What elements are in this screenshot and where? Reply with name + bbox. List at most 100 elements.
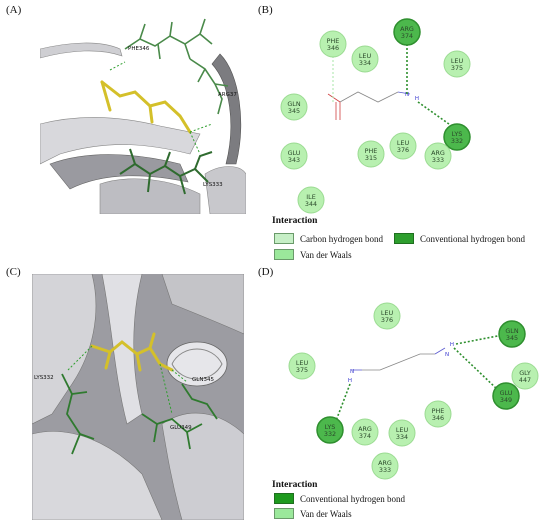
residue-glu-349: GLU349 xyxy=(492,382,520,410)
residue-sticks-top xyxy=(124,18,229,115)
ribbon-a6 xyxy=(204,166,246,214)
ribbon-c5 xyxy=(161,412,244,520)
residue-circle xyxy=(316,416,344,444)
residue-circle xyxy=(288,352,316,380)
conv-hbond-lys332 xyxy=(417,101,457,130)
residue-number: 376 xyxy=(397,146,409,154)
atom-n1-d: N xyxy=(350,369,354,375)
ligand-2d-b xyxy=(327,91,411,120)
residue-number: 374 xyxy=(401,32,413,40)
residue-number: 349 xyxy=(500,396,512,404)
residue-gln-345: GLN345 xyxy=(280,93,308,121)
residue-number: 346 xyxy=(432,414,444,422)
residue-number: 346 xyxy=(327,44,339,52)
ligand-sticks xyxy=(100,80,192,134)
residue-circle xyxy=(280,142,308,170)
swatch-conv-d xyxy=(274,493,294,504)
legend-d-title: Interaction xyxy=(272,480,318,490)
label-lys332: LYS332 xyxy=(34,375,54,381)
interaction-lines-b xyxy=(332,40,457,130)
residue-circle xyxy=(389,132,417,160)
residue-name: GLN xyxy=(287,100,301,108)
residue-name: GLY xyxy=(519,369,531,377)
residue-circle xyxy=(319,30,347,58)
residue-circle xyxy=(371,452,399,480)
residue-circle xyxy=(498,320,526,348)
residue-number: 376 xyxy=(381,316,393,324)
residue-circle xyxy=(297,186,325,214)
legend-b-carbon-label: Carbon hydrogen bond xyxy=(300,233,383,244)
residue-name: ARG xyxy=(378,459,392,467)
hbond-lines-c xyxy=(67,345,188,415)
residue-number: 345 xyxy=(288,107,300,115)
atom-n2-d: N xyxy=(445,352,449,358)
label-gln345: GLN345 xyxy=(192,377,214,383)
residue-name: ILE xyxy=(306,193,315,201)
residue-name: LEU xyxy=(396,426,409,434)
residue-gln-345: GLN345 xyxy=(498,320,526,348)
residue-number: 333 xyxy=(379,466,391,474)
label-lys333: LYS333 xyxy=(203,182,223,188)
legend-b-carbon: Carbon hydrogen bond xyxy=(274,233,383,244)
residue-number: 332 xyxy=(451,137,463,145)
residue-name: GLU xyxy=(288,149,301,157)
swatch-carbon xyxy=(274,233,294,244)
legend-d-conv: Conventional hydrogen bond xyxy=(274,493,405,504)
legend-b-vdw: Van der Waals xyxy=(274,249,352,260)
residue-circle xyxy=(443,123,471,151)
ligand-2d-d xyxy=(352,347,446,371)
label-arg37: ARG37 xyxy=(218,92,237,98)
legend-b-title: Interaction xyxy=(272,216,318,226)
label-glu349: GLU349 xyxy=(170,425,192,431)
residue-number: 374 xyxy=(359,432,371,440)
panel-label-c: (C) xyxy=(6,266,21,278)
ribbon-a1 xyxy=(40,42,123,59)
ribbon-a2 xyxy=(211,53,241,165)
swatch-vdw xyxy=(274,249,294,260)
residue-name: GLU xyxy=(500,389,513,397)
ribbon-a4 xyxy=(49,154,189,190)
conv-hbond-glu349-d xyxy=(453,347,499,391)
panel-label-a: (A) xyxy=(6,4,22,16)
residue-number: 345 xyxy=(506,334,518,342)
residue-number: 334 xyxy=(359,59,371,67)
residue-circle xyxy=(511,362,539,390)
residue-sticks-c xyxy=(61,373,218,455)
residue-name: LEU xyxy=(397,139,410,147)
residue-circle xyxy=(357,140,385,168)
residue-number: 344 xyxy=(305,200,317,208)
residue-name: PHE xyxy=(365,147,378,155)
residue-phe-346: PHE346 xyxy=(424,400,452,428)
legend-b: Interaction Carbon hydrogen bond Convent… xyxy=(270,216,550,266)
legend-d-conv-label: Conventional hydrogen bond xyxy=(300,493,405,504)
residue-number: 332 xyxy=(324,430,336,438)
ribbon-c4 xyxy=(32,431,163,520)
residue-name: LEU xyxy=(451,57,464,65)
panel-a-svg: PHE346 ARG37 LYS333 xyxy=(40,18,246,214)
panel-label-d: (D) xyxy=(258,266,274,278)
residue-name: LEU xyxy=(296,359,309,367)
panel-c-render: LYS332 GLN345 GLU349 xyxy=(32,274,244,520)
interaction-lines-d xyxy=(333,333,509,427)
residue-circle xyxy=(393,18,421,46)
residue-circle xyxy=(373,302,401,330)
residue-name: PHE xyxy=(327,37,340,45)
residue-phe-346: PHE346 xyxy=(319,30,347,58)
residue-circle xyxy=(280,93,308,121)
residue-circle xyxy=(492,382,520,410)
legend-b-conv-label: Conventional hydrogen bond xyxy=(420,233,525,244)
atom-h1-d: H xyxy=(348,378,352,384)
